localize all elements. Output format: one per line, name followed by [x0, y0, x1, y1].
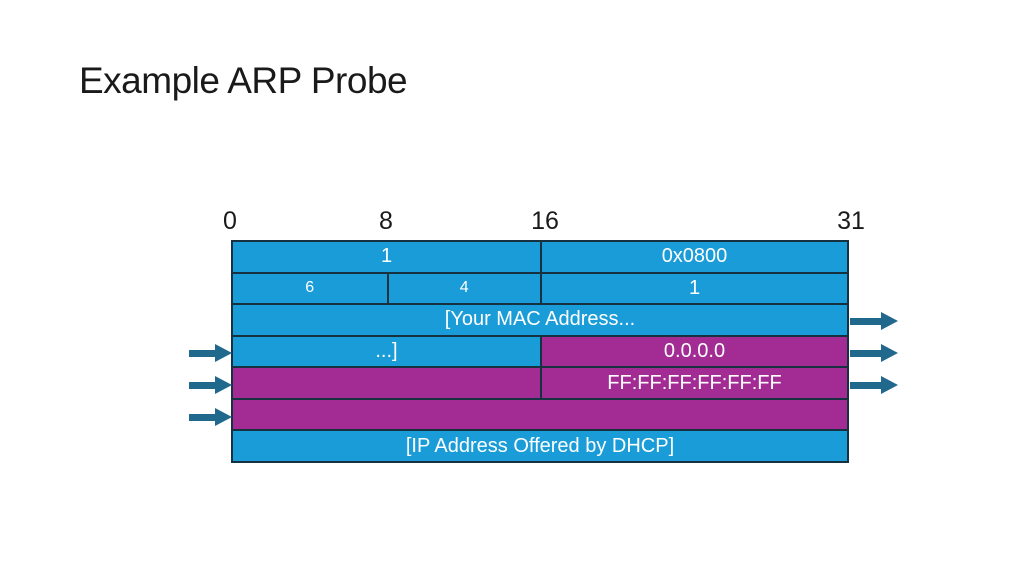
arrow-head	[215, 408, 232, 426]
packet-cell: [IP Address Offered by DHCP]	[233, 431, 847, 462]
right-arrow-icon	[850, 376, 898, 394]
packet-row: [Your MAC Address...	[233, 303, 847, 335]
right-arrow-icon	[189, 408, 232, 426]
arrow-head	[215, 344, 232, 362]
bit-label-0: 0	[223, 207, 237, 235]
arrow-head	[881, 312, 898, 330]
packet-row	[233, 397, 847, 430]
right-arrow-icon	[850, 312, 898, 330]
right-arrow-icon	[189, 376, 232, 394]
bit-label-16: 16	[531, 207, 559, 235]
arrow-head	[881, 376, 898, 394]
right-arrow-icon	[850, 344, 898, 362]
packet-cell: 1	[540, 273, 847, 304]
packet-cell: 1	[233, 242, 540, 272]
slide-title: Example ARP Probe	[79, 60, 408, 101]
packet-cell: [Your MAC Address...	[233, 305, 847, 335]
arrow-shaft	[189, 381, 215, 389]
arrow-shaft	[189, 349, 215, 357]
arrow-shaft	[850, 381, 881, 389]
packet-cell: FF:FF:FF:FF:FF:FF	[540, 368, 847, 398]
arrow-shaft	[850, 349, 881, 357]
packet-row: FF:FF:FF:FF:FF:FF	[233, 366, 847, 398]
arrow-head	[215, 376, 232, 394]
packet-row: 1 0x0800	[233, 242, 847, 272]
arrow-shaft	[189, 413, 215, 421]
packet-cell	[233, 368, 540, 398]
packet-cell	[233, 399, 847, 430]
packet-cell: 6	[233, 273, 387, 304]
right-arrow-icon	[189, 344, 232, 362]
bit-label-31: 31	[837, 207, 865, 235]
packet-diagram: 1 0x0800 6 4 1 [Your MAC Address... ...]…	[231, 240, 849, 463]
packet-row: 6 4 1	[233, 271, 847, 304]
packet-cell: 0.0.0.0	[540, 336, 847, 367]
packet-row: ...] 0.0.0.0	[233, 334, 847, 367]
packet-cell: 0x0800	[540, 242, 847, 272]
packet-cell: 4	[386, 273, 540, 304]
arrow-head	[881, 344, 898, 362]
packet-cell: ...]	[233, 336, 540, 367]
arrow-shaft	[850, 317, 881, 325]
bit-label-8: 8	[379, 207, 393, 235]
packet-row: [IP Address Offered by DHCP]	[233, 429, 847, 462]
